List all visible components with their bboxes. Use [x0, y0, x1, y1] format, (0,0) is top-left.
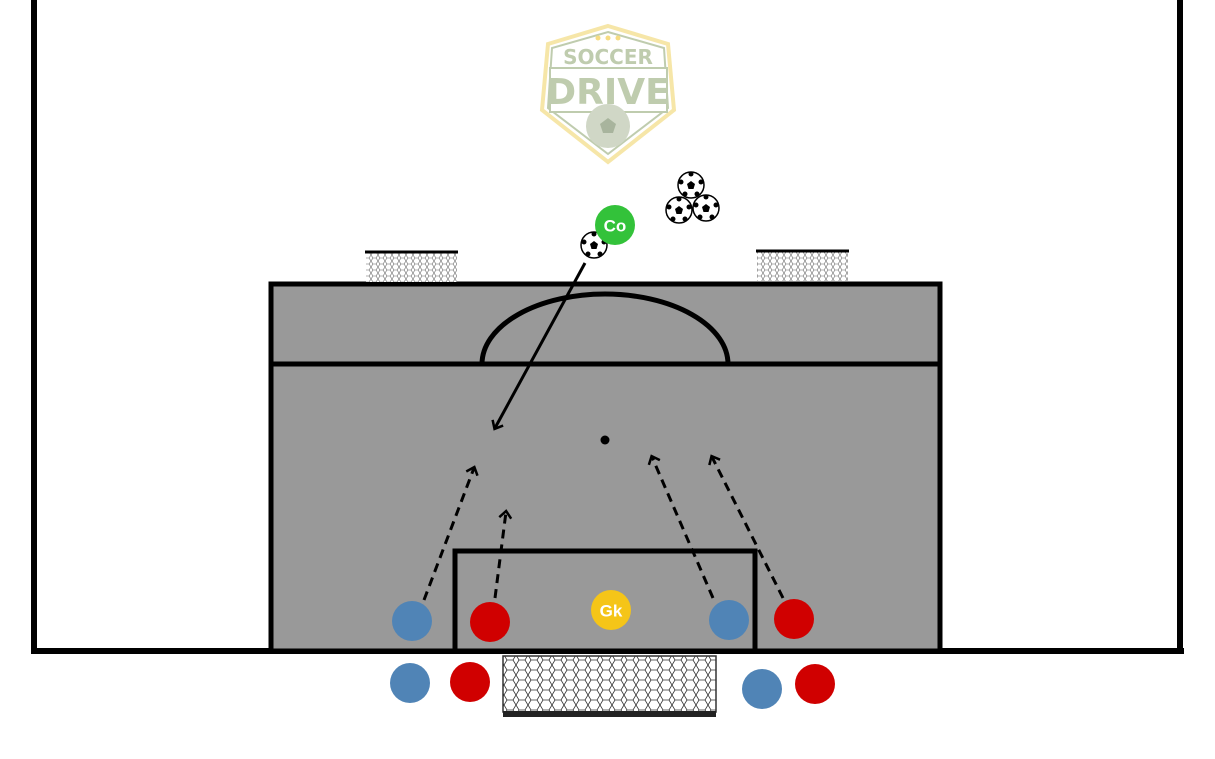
soccer-ball-icon	[677, 170, 705, 199]
run-arrow-3	[647, 454, 715, 599]
penalty-area	[268, 281, 943, 654]
goalkeeper-label: Gk	[600, 602, 623, 621]
player-blue	[709, 600, 749, 640]
mini-goal-left	[365, 250, 458, 282]
goal-area	[452, 548, 758, 654]
logo-stars-icon	[595, 35, 621, 41]
player-blue	[392, 601, 432, 641]
pass-arrow	[491, 262, 587, 431]
soccer-ball-icon	[692, 193, 720, 222]
soccer-ball-icon	[665, 195, 693, 224]
mini-goal-right	[756, 249, 849, 281]
coach-marker: Co	[595, 205, 635, 245]
penalty-arc	[479, 291, 731, 365]
player-red	[774, 599, 814, 639]
player-red	[795, 664, 835, 704]
penalty-spot	[600, 435, 610, 445]
main-goal	[502, 655, 717, 717]
player-blue	[742, 669, 782, 709]
player-red	[470, 602, 510, 642]
player-red	[450, 662, 490, 702]
goalkeeper-marker: Gk	[591, 590, 631, 630]
run-arrow-4	[708, 454, 785, 599]
run-arrow-1	[422, 465, 479, 601]
soccer-drive-logo: SOCCER DRIVE	[539, 23, 677, 165]
logo-line1: SOCCER	[563, 45, 653, 69]
player-blue	[390, 663, 430, 703]
coach-label: Co	[604, 217, 627, 236]
